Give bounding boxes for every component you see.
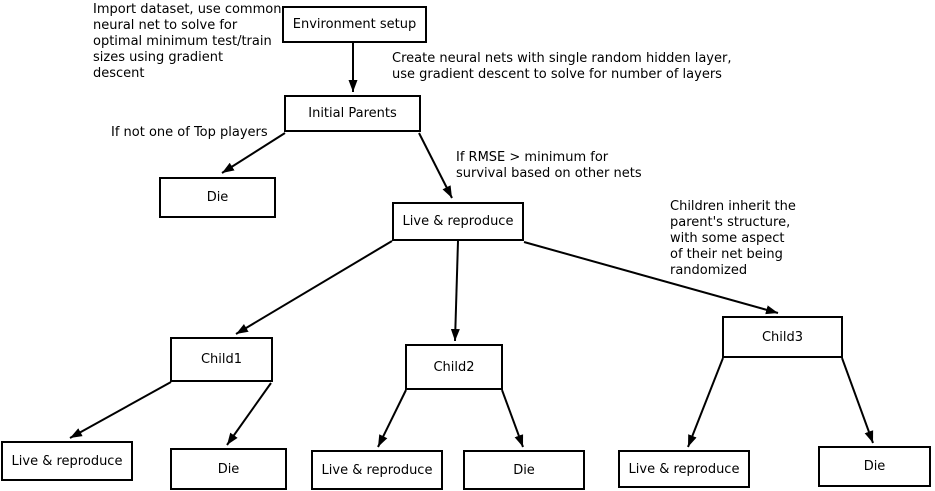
annotation-rmse-condition: If RMSE > minimum for survival based on … (456, 150, 642, 181)
node-child2: Child2 (405, 344, 503, 390)
edge-child2-to-die2 (501, 389, 524, 448)
node-live-reproduce-main: Live & reproduce (392, 202, 524, 241)
node-live-reproduce-main-label: Live & reproduce (402, 214, 514, 229)
node-die-child3-label: Die (863, 459, 886, 474)
node-live-reproduce-child2-label: Live & reproduce (321, 462, 433, 478)
node-initial-parents-label: Initial Parents (308, 106, 397, 121)
node-initial-parents: Initial Parents (284, 95, 421, 132)
edge-livereproduce-to-child3 (523, 241, 779, 315)
node-child3: Child3 (722, 316, 843, 358)
edge-child1-to-die1 (226, 382, 272, 446)
edge-livereproduce-to-child2 (450, 240, 460, 342)
annotation-children-inherit: Children inherit the parent's structure,… (670, 199, 796, 278)
edge-initialparents-to-die (221, 132, 286, 174)
node-die-child1-label: Die (217, 461, 240, 477)
edge-child1-to-livereproduce1 (69, 381, 172, 439)
node-live-reproduce-child3-label: Live & reproduce (628, 461, 740, 477)
node-child1-label: Child1 (200, 352, 243, 367)
node-child3-label: Child3 (761, 329, 804, 345)
edge-child3-to-die3 (841, 357, 874, 444)
node-die-top-label: Die (206, 190, 229, 205)
node-environment-setup: Environment setup (282, 6, 427, 43)
node-live-reproduce-child1: Live & reproduce (1, 441, 133, 481)
node-die-child3: Die (818, 446, 931, 487)
node-die-child2: Die (463, 450, 585, 490)
node-live-reproduce-child2: Live & reproduce (311, 450, 443, 490)
annotation-create-nets: Create neural nets with single random hi… (392, 51, 732, 82)
node-die-child2-label: Die (513, 462, 535, 478)
annotation-import-dataset: Import dataset, use common neural net to… (93, 2, 282, 81)
node-die-child1: Die (170, 448, 287, 490)
node-live-reproduce-child3: Live & reproduce (618, 450, 750, 488)
node-environment-setup-label: Environment setup (292, 17, 417, 32)
edge-child3-to-livereproduce3 (687, 357, 724, 448)
node-child2-label: Child2 (433, 359, 475, 375)
edge-initialparents-to-livereproduce (418, 132, 453, 199)
annotation-not-top-players: If not one of Top players (111, 125, 268, 140)
node-child1: Child1 (170, 337, 273, 382)
node-die-top: Die (159, 177, 276, 218)
edge-child2-to-livereproduce2 (377, 389, 407, 448)
node-live-reproduce-child1-label: Live & reproduce (11, 453, 123, 469)
edge-livereproduce-to-child1 (235, 240, 393, 335)
